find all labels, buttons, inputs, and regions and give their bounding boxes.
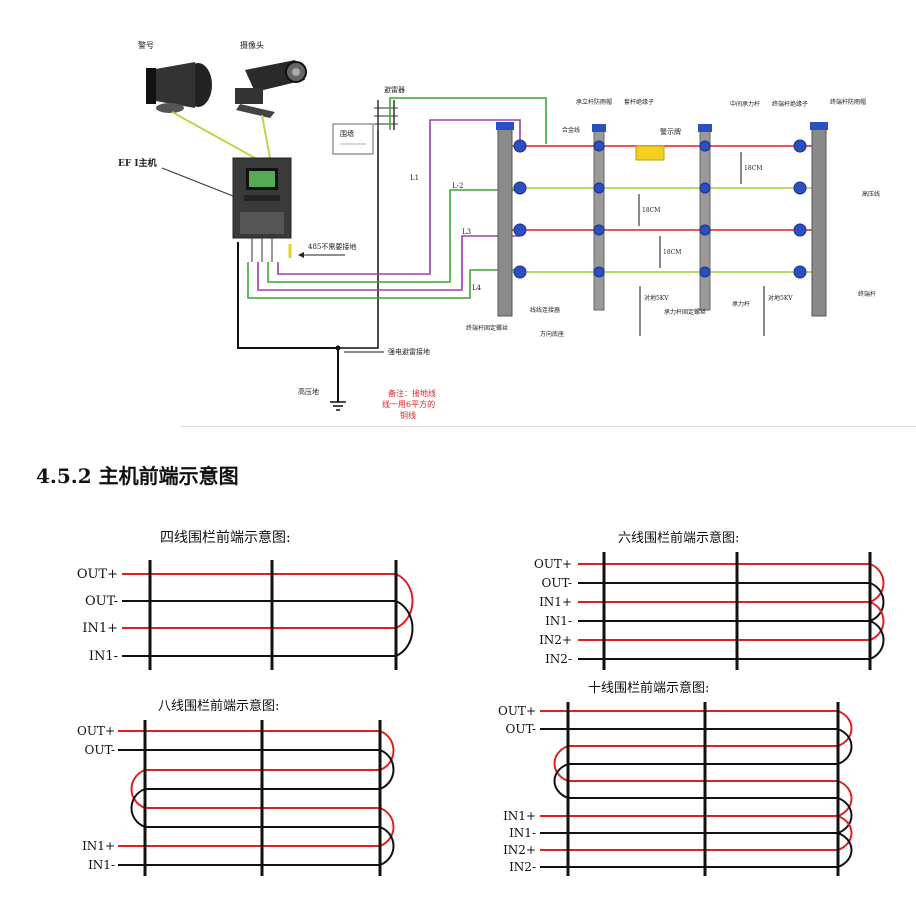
eight-fence-labels: OUT+ OUT- IN1+ IN1- — [77, 724, 115, 872]
end-post-label: 终端杆 — [858, 290, 876, 298]
ten-fence-posts — [566, 702, 840, 876]
feed-wire-l3 — [257, 235, 520, 291]
rs485-label: 485不需要接地 — [308, 242, 356, 251]
four-fence-title: 四线围栏前端示意图: — [160, 529, 291, 546]
host-label: EF I主机 — [118, 157, 157, 169]
insulators — [513, 139, 807, 279]
l4-label: L4 — [472, 284, 482, 292]
alloy-label: 合金线 — [562, 126, 580, 134]
installation-diagram: 警号 摄像头 EF I主机 485不需要接地 — [118, 40, 880, 420]
six-fence-title: 六线围栏前端示意图: — [618, 530, 739, 546]
l1-label: L1 — [410, 174, 419, 182]
l2-label: L-2 — [452, 182, 463, 190]
camera-label: 摄像头 — [240, 40, 264, 50]
middle-fix-bolt-label: 承力杆固定螺丝 — [664, 308, 706, 316]
ten-label-3: IN1+ — [503, 809, 536, 823]
note-line-1: 备注：接地线 — [388, 388, 436, 398]
four-label-4: IN1- — [89, 649, 118, 664]
warning-sign-label: 警示牌 — [660, 127, 681, 136]
dim1-label: 18CM — [744, 165, 762, 172]
ten-fence-labels: OUT+ OUT- IN1+ IN1- IN2+ IN2- — [498, 704, 536, 874]
note-line-2: 线一用6平方的 — [382, 399, 435, 409]
six-fence-wires — [578, 563, 885, 660]
six-label-6: IN2- — [545, 652, 572, 666]
middle-post-label: 中间承力杆 — [730, 100, 760, 108]
six-label-3: IN1+ — [539, 595, 572, 609]
strong-ground-label: 强电避雷接地 — [388, 347, 430, 356]
four-fence-labels: OUT+ OUT- IN1+ IN1- — [77, 567, 118, 664]
alarm-label: 警号 — [138, 40, 154, 50]
section-title: 4.5.2 主机前端示意图 — [36, 464, 239, 488]
lightning-arrester-icon — [374, 100, 398, 130]
warning-sign-icon — [635, 145, 665, 161]
bearing-post-cap-label: 承立杆防雨帽 — [576, 98, 612, 106]
dim3-label: 18CM — [663, 249, 681, 256]
four-loop-red — [395, 573, 414, 629]
end-cap-label: 终端杆防雨帽 — [830, 98, 866, 106]
six-label-2: OUT- — [542, 576, 572, 590]
alarm-horn-icon — [146, 62, 212, 113]
eight-label-4: IN1- — [88, 858, 115, 872]
hv-line-label: 高压线 — [862, 190, 880, 198]
eight-label-2: OUT- — [85, 743, 115, 757]
l3-label: L3 — [462, 228, 471, 236]
post-insulator-label: 套杆绝缘子 — [624, 98, 654, 106]
four-fence-wires — [122, 573, 414, 657]
six-label-1: OUT+ — [534, 557, 572, 571]
voltage-left-label: 对地5KV — [644, 294, 669, 302]
four-label-1: OUT+ — [77, 567, 118, 582]
feed-wire-l1 — [277, 119, 521, 275]
bearing-post-label: 承力杆 — [732, 300, 750, 308]
note-line-3: 铜线 — [400, 410, 416, 420]
camera-icon — [235, 60, 307, 118]
ten-fence-title: 十线围栏前端示意图: — [588, 680, 709, 696]
dimension-markers — [638, 152, 765, 336]
ten-label-2: OUT- — [506, 722, 536, 736]
host-pointer — [161, 167, 234, 197]
end-insulator-label: 终端杆绝缘子 — [772, 100, 808, 108]
middle-post-1 — [592, 124, 606, 311]
alarm-cable — [171, 111, 256, 159]
ten-label-4: IN1- — [509, 826, 536, 840]
eight-label-1: OUT+ — [77, 724, 115, 738]
camera-cable — [261, 114, 271, 159]
six-label-5: IN2+ — [539, 633, 572, 647]
host-icon — [232, 157, 292, 239]
voltage-right-label: 对地5KV — [768, 294, 793, 302]
middle-post-2 — [698, 124, 712, 311]
dim2-label: 18CM — [642, 207, 660, 214]
four-label-2: OUT- — [85, 594, 118, 609]
arrester-label: 避雷器 — [384, 85, 405, 94]
ten-fence-wires — [540, 710, 853, 868]
ten-label-1: OUT+ — [498, 704, 536, 718]
eight-label-3: IN1+ — [82, 839, 115, 853]
six-fence-labels: OUT+ OUT- IN1+ IN1- IN2+ IN2- — [534, 557, 572, 666]
feed-wire-l4 — [247, 262, 520, 299]
six-fence-posts — [602, 552, 872, 670]
ten-label-6: IN2- — [509, 860, 536, 874]
ground-label: 高压地 — [298, 387, 319, 396]
panel-box — [332, 123, 374, 155]
arrester-ground-wire — [338, 130, 379, 349]
ground-wire — [237, 242, 339, 402]
eight-fence-posts — [143, 720, 382, 876]
four-loop-black — [395, 600, 414, 657]
six-label-4: IN1- — [545, 614, 572, 628]
panel-label: 围墙 — [340, 129, 354, 138]
fence-schematics: 四线围栏前端示意图: OUT+ OUT- IN1+ IN1- 六线围栏前端示意图… — [77, 529, 885, 876]
ten-label-5: IN2+ — [503, 843, 536, 857]
separator — [180, 426, 916, 427]
arrester-wire — [389, 97, 547, 144]
wire-connector-label: 线线连接器 — [530, 306, 560, 314]
eight-fence-title: 八线围栏前端示意图: — [158, 698, 279, 714]
end-fix-bolt-label: 终端杆固定螺丝 — [466, 324, 508, 332]
four-label-3: IN1+ — [82, 621, 118, 636]
direction-bolt-label: 万向底座 — [540, 330, 564, 338]
end-post-right — [810, 122, 828, 317]
eight-fence-wires — [118, 730, 395, 866]
feed-wire-l2 — [267, 189, 520, 283]
end-post-left — [496, 122, 514, 317]
four-fence-posts — [148, 560, 398, 670]
